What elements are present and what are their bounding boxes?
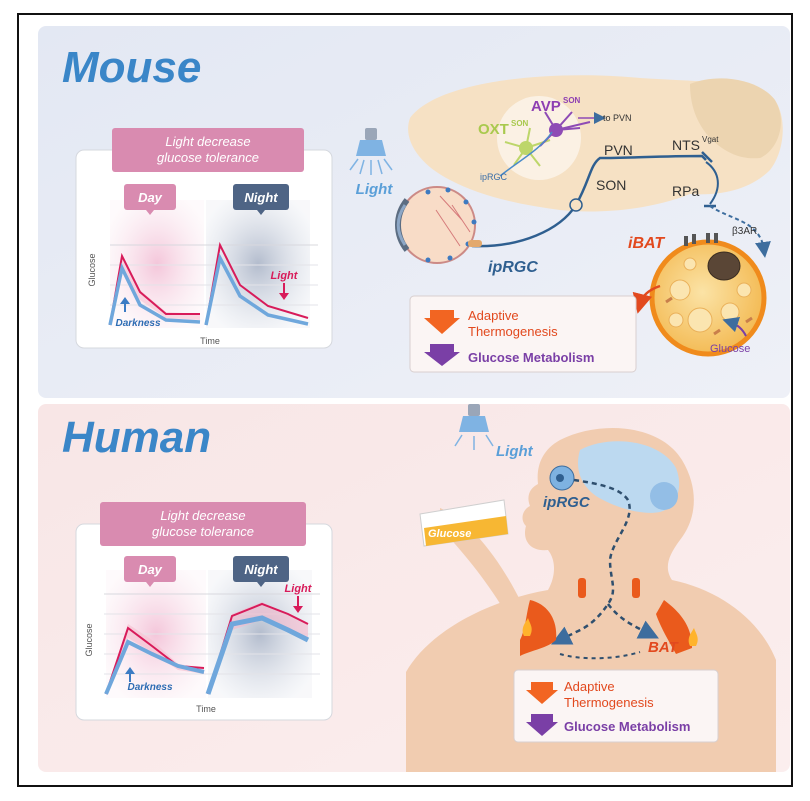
pvn-label: PVN: [604, 142, 633, 158]
human-day-dark-line: [104, 639, 205, 695]
glucose-drink-label: Glucose: [428, 528, 471, 540]
human-day-badge: [124, 556, 176, 582]
mouse-light-annotation: Light: [271, 270, 299, 282]
human-outcome-box: Adaptive Thermogenesis Glucose Metabolis…: [513, 669, 719, 743]
human-title: Human: [62, 413, 211, 462]
mouse-chart-card: Light decrease glucose tolerance Day Nig…: [75, 128, 333, 349]
rpa-label: RPa: [672, 183, 699, 199]
mouse-thermo-line2: Thermogenesis: [468, 324, 558, 339]
oxt-superscript: SON: [511, 119, 529, 128]
iprgc-small-label: ipRGC: [480, 172, 508, 182]
human-thermo-down-arrow: [526, 690, 558, 704]
human-bat-label: BAT: [648, 639, 680, 656]
avp-label: AVP: [531, 98, 561, 115]
human-night-dark-line: [205, 615, 310, 695]
mouse-brain: [408, 75, 783, 212]
rpa-ibat-dashed-arrow: [709, 205, 771, 258]
mouse-iprgc-label: ipRGC: [488, 259, 538, 276]
human-night-label: Night: [244, 562, 278, 577]
ibat-output-arrow: [632, 284, 661, 314]
human-bat-link: [559, 651, 641, 660]
mouse-night-label: Night: [244, 190, 278, 205]
cerebellum: [690, 78, 781, 159]
mouse-chart-header-line2: glucose tolerance: [157, 150, 259, 165]
human-chart-card: Light decrease glucose tolerance Day Nig…: [75, 502, 333, 721]
human-thermo-line2: Thermogenesis: [564, 695, 654, 710]
human-chart-header-line1: Light decrease: [160, 508, 245, 523]
mouse-night-badge: [233, 184, 289, 210]
human-bat-depots: [520, 578, 698, 656]
human-night-badge: [233, 556, 289, 582]
avp-superscript: SON: [563, 96, 581, 105]
mouse-title: Mouse: [62, 43, 201, 92]
human-darkness-annotation: Darkness: [127, 682, 172, 693]
mouse-night-dark-line: [204, 252, 309, 326]
mouse-light-bulb: [349, 128, 393, 175]
mouse-outcome-box: Adaptive Thermogenesis Glucose Metabolis…: [409, 295, 637, 373]
human-glucose-down-arrow: [526, 722, 558, 736]
human-brain: [577, 441, 680, 513]
human-glucose-metabolism: Glucose Metabolism: [564, 719, 690, 734]
human-iprgc-label: ipRGC: [543, 494, 591, 511]
human-eye: [549, 465, 575, 491]
glucose-uptake-arrow: [722, 316, 747, 337]
mouse-day-badge: [124, 184, 176, 210]
mouse-thermo-line1: Adaptive: [468, 308, 519, 323]
mouse-chart-header-line1: Light decrease: [165, 134, 250, 149]
mouse-light-label: Light: [356, 181, 394, 198]
mouse-eye: [395, 186, 482, 264]
mouse-glucose-down-arrow: [424, 352, 460, 366]
human-neural-path-right: [607, 603, 659, 639]
mouse-darkness-annotation: Darkness: [115, 318, 160, 329]
human-thermo-line1: Adaptive: [564, 679, 615, 694]
mouse-thermo-down-arrow: [424, 318, 460, 334]
to-pvn-label: to PVN: [603, 113, 632, 123]
iprgc-axon-small: [499, 131, 553, 177]
human-xlabel: Time: [196, 704, 216, 714]
oxt-label: OXT: [478, 121, 509, 138]
human-light-bulb: [454, 404, 494, 450]
mouse-day-dark-line: [108, 262, 201, 326]
nts-superscript: Vgat: [702, 135, 719, 144]
nts-label: NTS: [672, 137, 700, 153]
human-chart-header: [100, 502, 306, 546]
human-neural-path-left: [551, 478, 631, 645]
mouse-day-light-band: [112, 255, 200, 325]
son-label: SON: [596, 177, 626, 193]
mouse-day-label: Day: [138, 190, 163, 205]
neural-pathway-pvn-nts: [471, 154, 707, 248]
human-light-annotation: Light: [285, 583, 313, 595]
ibat-label: iBAT: [628, 235, 665, 252]
nts-rpa-pathway: [705, 161, 719, 205]
mouse-xlabel: Time: [200, 336, 220, 346]
son-node: [569, 198, 583, 212]
avp-neuron: [539, 111, 591, 147]
human-ylabel: Glucose: [84, 623, 94, 656]
mouse-glucose-label: Glucose: [710, 343, 750, 355]
mouse-chart-header: [112, 128, 304, 172]
human-light-label: Light: [496, 443, 534, 460]
mouse-glucose-metabolism: Glucose Metabolism: [468, 350, 594, 365]
b3ar-label: β3AR: [732, 226, 757, 237]
human-day-label: Day: [138, 562, 163, 577]
glucose-drink: [419, 499, 509, 547]
mouse-ylabel: Glucose: [87, 253, 97, 286]
oxt-neuron: [504, 127, 551, 167]
mouse-night-light-line: [205, 241, 309, 326]
human-chart-header-line2: glucose tolerance: [152, 524, 254, 539]
